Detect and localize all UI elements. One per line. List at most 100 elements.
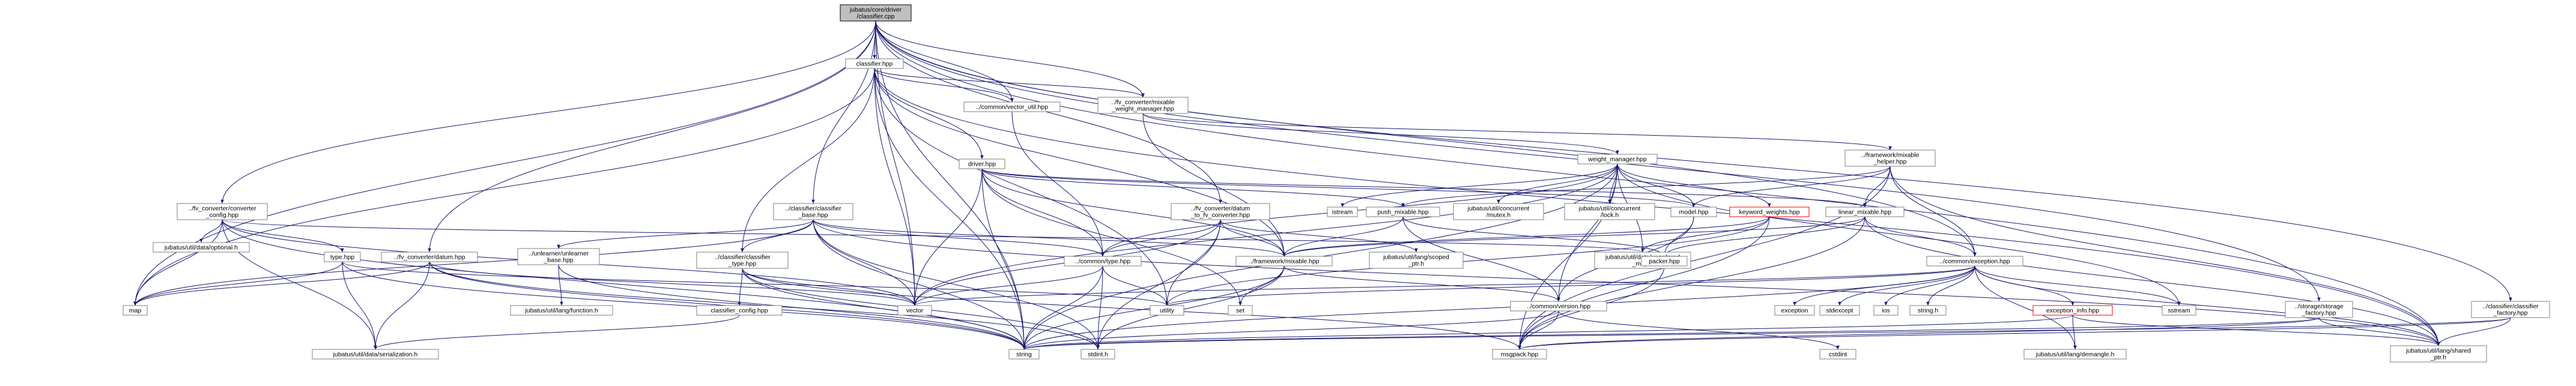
edge-fv_datum_hpp-to-map xyxy=(133,261,430,306)
node-stdint[interactable]: stdint.h xyxy=(1080,349,1115,360)
edge-type_hpp-to-string xyxy=(342,261,1026,350)
edge-common_type-to-stdint xyxy=(1096,265,1103,350)
node-weight-manager[interactable]: weight_manager.hpp xyxy=(1577,154,1658,164)
node-stdexcept[interactable]: stdexcept xyxy=(1819,305,1860,316)
node-common-exception[interactable]: ../common/exception.hpp xyxy=(1926,256,2023,267)
edge-linear_mixable-to-shared_ptr xyxy=(1864,216,2440,346)
node-string[interactable]: string xyxy=(1008,349,1040,360)
edge-fv_converter_config-to-unordered_map xyxy=(222,219,1644,253)
edge-exception_info-to-shared_ptr xyxy=(2072,315,2440,346)
node-driver-hpp[interactable]: driver.hpp xyxy=(959,158,1005,169)
edge-common_type-to-string xyxy=(1022,265,1103,350)
edge-classifier_config-to-data_serialization xyxy=(374,315,740,350)
node-box xyxy=(1080,349,1115,360)
node-box xyxy=(840,4,912,22)
node-exception[interactable]: exception xyxy=(1774,305,1815,316)
node-set[interactable]: set xyxy=(1228,305,1253,316)
node-classifier-base[interactable]: ../classifier/classifier_base.hpp xyxy=(773,203,853,220)
edge-fv_datum_to_fv-to-framework_mixable xyxy=(1220,219,1286,257)
node-fv-converter-config[interactable]: ../fv_converter/converter_config.hpp xyxy=(177,203,268,220)
edge-classifier_type-to-vector xyxy=(742,268,917,306)
node-root[interactable]: jubatus/core/driver/classifier.cpp xyxy=(840,4,912,22)
node-box xyxy=(1819,305,1860,316)
node-istream[interactable]: istream xyxy=(1327,207,1358,217)
node-label: cstdint xyxy=(1829,351,1847,358)
node-label: classifier.hpp xyxy=(856,61,893,68)
node-classifier-config[interactable]: classifier_config.hpp xyxy=(696,305,783,316)
edge-classifier_base-to-classifier_type xyxy=(741,219,814,253)
node-label: type.hpp xyxy=(330,254,354,261)
node-fv-datum-hpp[interactable]: ../fv_converter/datum.hpp xyxy=(381,252,478,262)
edge-common_version-to-cstdint xyxy=(1558,310,1840,350)
node-box xyxy=(1510,301,1607,312)
node-packer-hpp[interactable]: packer.hpp xyxy=(1641,256,1688,267)
node-keyword-weights[interactable]: keyword_weights.hpp xyxy=(1729,207,1810,217)
node-concurrent-lock[interactable]: jubatus/util/concurrent/lock.h xyxy=(1564,203,1655,220)
node-shared-ptr[interactable]: jubatus/util/lang/shared_ptr.h xyxy=(2390,345,2487,363)
node-scoped-ptr[interactable]: jubatus/util/lang/scoped_ptr.h xyxy=(1369,252,1464,269)
node-exception-info[interactable]: exception_info.hpp xyxy=(2032,305,2113,316)
node-push-mixable[interactable]: push_mixable.hpp xyxy=(1366,207,1440,217)
node-label: /mutex.h xyxy=(1487,212,1511,219)
node-fv-mixable-weight-manager[interactable]: ../fv_converter/mixable_weight_manager.h… xyxy=(1097,97,1189,114)
node-label: utility xyxy=(1160,307,1175,315)
node-classifier-type[interactable]: ../classifier/classifier_type.hpp xyxy=(696,252,789,269)
node-box xyxy=(517,248,600,265)
edge-common_exception-to-vector xyxy=(913,265,1975,306)
node-box xyxy=(1453,203,1544,220)
node-label: jubatus/util/concurrent xyxy=(1467,205,1530,213)
node-classifier-factory[interactable]: ../classifier/classifier_factory.hpp xyxy=(2471,301,2550,318)
node-sstream[interactable]: sstream xyxy=(2162,305,2196,316)
node-label: ../framework/mixable.hpp xyxy=(1249,258,1319,265)
node-utility[interactable]: utility xyxy=(1150,305,1184,316)
edge-framework_mixable-to-common_version xyxy=(1283,265,1560,302)
node-box xyxy=(381,252,478,262)
edge-weight_manager-to-common_version xyxy=(1557,163,1618,302)
edge-root-to-classifier_base xyxy=(811,20,876,204)
node-label: packer.hpp xyxy=(1649,258,1680,265)
node-common-type[interactable]: ../common/type.hpp xyxy=(1064,256,1142,267)
node-framework-mixable[interactable]: ../framework/mixable.hpp xyxy=(1235,256,1333,267)
edge-model_hpp-to-packer_hpp xyxy=(1662,216,1694,257)
edge-common_exception-to-sstream xyxy=(1974,265,2181,306)
edge-fv_datum_to_fv-to-scoped_ptr xyxy=(1220,219,1418,253)
node-ios[interactable]: ios xyxy=(1873,305,1899,316)
edge-fv_datum_to_fv-to-stdint xyxy=(1096,219,1221,350)
node-vector-util[interactable]: ../common/vector_util.hpp xyxy=(963,101,1061,112)
edge-classifier_factory-to-string xyxy=(1022,317,2511,350)
node-linear-mixable[interactable]: linear_mixable.hpp xyxy=(1825,207,1905,217)
edge-classifier_base-to-stdint xyxy=(813,219,1100,350)
node-label: _ptr.h xyxy=(2430,354,2446,361)
node-cstdint[interactable]: cstdint xyxy=(1819,349,1856,360)
node-vector[interactable]: vector xyxy=(897,305,932,316)
edge-framework_mixable_helper-to-model_hpp xyxy=(1692,166,1891,208)
edge-classifier_base-to-unlearner_base xyxy=(557,219,814,249)
node-framework-mixable-helper[interactable]: ../framework/mixable_helper.hpp xyxy=(1844,149,1936,167)
edge-classifier_hpp-to-fv_mixable_weight_manager xyxy=(874,68,1145,98)
node-data-serialization[interactable]: jubatus/util/data/serialization.h xyxy=(312,349,439,360)
node-string-h[interactable]: string.h xyxy=(1909,305,1947,316)
edge-classifier_hpp-to-framework_mixable xyxy=(874,68,1286,257)
node-classifier-hpp[interactable]: classifier.hpp xyxy=(845,58,904,69)
node-concurrent-mutex[interactable]: jubatus/util/concurrent/mutex.h xyxy=(1453,203,1544,220)
edge-common_type-to-vector xyxy=(913,265,1103,306)
node-model-hpp[interactable]: model.hpp xyxy=(1670,207,1717,217)
node-label: _helper.hpp xyxy=(1873,158,1907,166)
node-box xyxy=(1564,203,1655,220)
node-lang-function[interactable]: jubatus/util/lang/function.h xyxy=(510,305,613,316)
node-lang-demangle[interactable]: jubatus/util/lang/demangle.h xyxy=(2023,349,2127,360)
node-label: ../classifier/classifier xyxy=(2482,303,2539,310)
node-map[interactable]: map xyxy=(123,305,148,316)
node-msgpack[interactable]: msgpack.hpp xyxy=(1492,349,1547,360)
node-fv-datum-to-fv[interactable]: ../fv_converter/datum_to_fv_converter.hp… xyxy=(1171,203,1270,220)
edge-root-to-fv_datum_to_fv xyxy=(875,20,1222,204)
node-storage-factory[interactable]: ../storage/storage_factory.hpp xyxy=(2285,301,2353,318)
node-label: jubatus/util/concurrent xyxy=(1578,205,1641,213)
node-label: string xyxy=(1016,351,1032,358)
node-common-version[interactable]: ../common/version.hpp xyxy=(1510,301,1607,312)
node-data-optional[interactable]: jubatus/util/data/optional.h xyxy=(153,242,250,253)
edge-storage_factory-to-msgpack xyxy=(1518,317,2320,350)
node-unlearner-base[interactable]: ../unlearner/unlearner_base.hpp xyxy=(517,248,600,265)
edge-type_hpp-to-data_serialization xyxy=(342,261,377,350)
node-type-hpp[interactable]: type.hpp xyxy=(324,252,361,262)
